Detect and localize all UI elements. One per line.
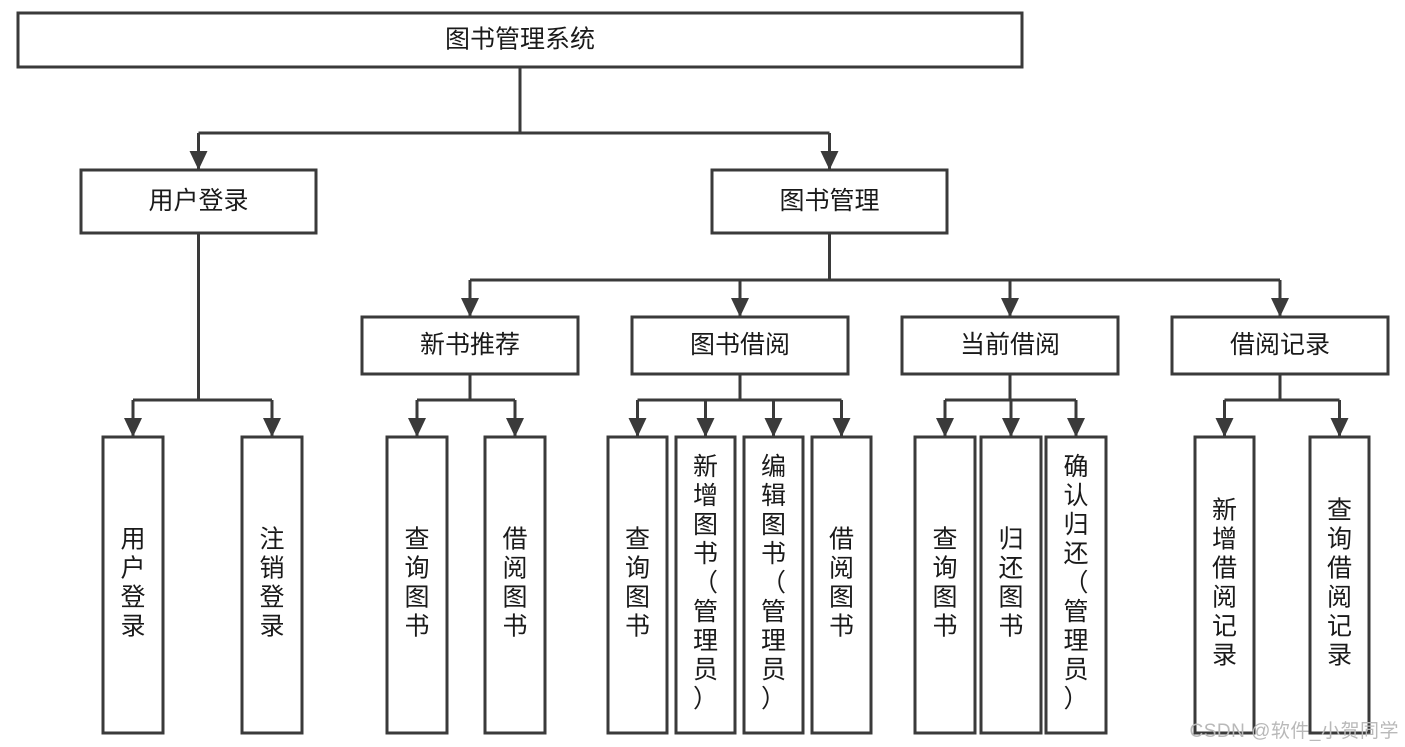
node-book-borrow[interactable]: 图书借阅 (630, 315, 850, 376)
node-label: 借阅图书 (829, 526, 854, 641)
node-box (79, 168, 318, 235)
node-box (1170, 315, 1390, 376)
node-box (1193, 435, 1256, 735)
node-root[interactable]: 图书管理系统 (16, 11, 1024, 69)
node-leaf-query-book-rec[interactable]: 查询图书 (385, 435, 449, 735)
node-leaf-query-borrow-record[interactable]: 查询借阅记录 (1308, 435, 1371, 735)
node-label: 查询图书 (932, 526, 957, 641)
node-label: 查询图书 (404, 526, 429, 641)
node-box (606, 435, 669, 735)
node-label: 用户登录 (148, 187, 248, 215)
arrow-head-icon (731, 298, 749, 317)
node-leaf-add-borrow-record[interactable]: 新增借阅记录 (1193, 435, 1256, 735)
node-leaf-query-book-borrow[interactable]: 查询图书 (606, 435, 669, 735)
arrow-head-icon (124, 418, 142, 437)
node-leaf-add-book[interactable]: 新增图书（管理员） (674, 435, 737, 735)
node-box (483, 435, 547, 735)
node-box (674, 435, 737, 735)
arrow-head-icon (189, 151, 208, 170)
arrow-head-icon (832, 418, 851, 437)
node-leaf-edit-book[interactable]: 编辑图书（管理员） (742, 435, 805, 735)
node-leaf-query-book-current[interactable]: 查询图书 (913, 435, 977, 735)
node-label: 借阅记录 (1230, 331, 1330, 359)
node-label: 注销登录 (259, 526, 284, 641)
node-box (630, 315, 850, 376)
node-leaf-return-book[interactable]: 归还图书 (979, 435, 1043, 735)
node-leaf-user-logout[interactable]: 注销登录 (240, 435, 304, 735)
node-leaf-user-login[interactable]: 用户登录 (101, 435, 165, 735)
node-label: 新书推荐 (420, 331, 520, 359)
node-label: 用户登录 (120, 526, 145, 641)
node-box (979, 435, 1043, 735)
arrow-head-icon (1271, 298, 1289, 317)
node-box (913, 435, 977, 735)
node-label: 归还图书 (998, 526, 1023, 641)
arrow-head-icon (461, 298, 479, 317)
arrow-head-icon (1330, 418, 1349, 437)
node-box (16, 11, 1024, 69)
node-book-manage[interactable]: 图书管理 (710, 168, 949, 235)
connectors-layer (124, 67, 1349, 437)
node-leaf-borrow-book-rec[interactable]: 借阅图书 (483, 435, 547, 735)
node-label: 图书管理 (779, 187, 879, 215)
arrow-head-icon (628, 418, 647, 437)
node-box (1044, 435, 1108, 735)
watermark-text: CSDN @软件_小贺同学 (1189, 721, 1399, 742)
arrow-head-icon (820, 151, 839, 170)
nodes-layer: 图书管理系统用户登录图书管理新书推荐图书借阅当前借阅借阅记录用户登录注销登录查询… (16, 11, 1390, 735)
node-label: 查询图书 (625, 526, 650, 641)
node-label: 新增图书（管理员） (693, 453, 718, 713)
arrow-head-icon (696, 418, 715, 437)
connector-group-new-book-rec (408, 374, 524, 437)
node-box (385, 435, 449, 735)
connector-group-current-borrow (936, 374, 1085, 437)
node-box (710, 168, 949, 235)
node-label: 当前借阅 (960, 331, 1060, 359)
arrow-head-icon (764, 418, 783, 437)
node-current-borrow[interactable]: 当前借阅 (900, 315, 1120, 376)
connector-group-book-manage (461, 233, 1289, 317)
node-box (101, 435, 165, 735)
node-label: 编辑图书（管理员） (761, 453, 786, 713)
node-box (742, 435, 805, 735)
node-borrow-record[interactable]: 借阅记录 (1170, 315, 1390, 376)
arrow-head-icon (1067, 418, 1085, 437)
node-box (360, 315, 580, 376)
node-box (900, 315, 1120, 376)
node-leaf-borrow-book[interactable]: 借阅图书 (810, 435, 873, 735)
node-label: 图书借阅 (690, 331, 790, 359)
arrow-head-icon (1001, 298, 1019, 317)
connector-group-borrow-record (1215, 374, 1349, 437)
arrow-head-icon (506, 418, 524, 437)
node-label: 查询借阅记录 (1327, 497, 1352, 670)
node-box (1308, 435, 1371, 735)
node-new-book-rec[interactable]: 新书推荐 (360, 315, 580, 376)
node-label: 图书管理系统 (445, 26, 595, 54)
arrow-head-icon (936, 418, 954, 437)
arrow-head-icon (263, 418, 281, 437)
connector-group-root (189, 67, 839, 170)
node-leaf-confirm-return[interactable]: 确认归还（管理员） (1044, 435, 1108, 735)
node-label: 借阅图书 (502, 526, 527, 641)
connector-group-book-borrow (628, 374, 851, 437)
node-label: 确认归还（管理员） (1063, 453, 1088, 713)
arrow-head-icon (1215, 418, 1234, 437)
node-user-login[interactable]: 用户登录 (79, 168, 318, 235)
node-box (810, 435, 873, 735)
arrow-head-icon (1002, 418, 1020, 437)
arrow-head-icon (408, 418, 426, 437)
connector-group-user-login (124, 233, 281, 437)
node-label: 新增借阅记录 (1212, 497, 1237, 670)
node-box (240, 435, 304, 735)
